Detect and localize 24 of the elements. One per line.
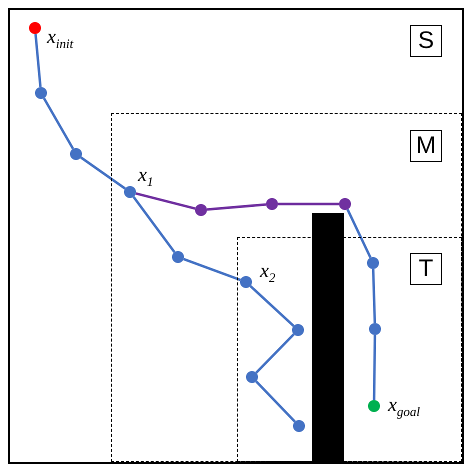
region-boundary [111,113,462,462]
path-segment [183,258,241,282]
path-segment [278,202,339,206]
path-segment [255,333,295,374]
path-segment [346,208,372,258]
point-label: x$_{init}$ [47,26,74,53]
path-segment [255,380,296,423]
region-label: M [410,130,442,162]
path-segment [80,156,126,190]
path-segment [206,203,266,211]
point-label: x$_{goal}$ [388,394,420,421]
path-segment [34,34,42,88]
region-label: T [410,253,442,285]
region-label: S [410,25,442,57]
path-segment [132,196,176,253]
path-segment [372,268,376,324]
region-boundary [8,8,464,464]
path-segment [136,192,196,210]
obstacle-bar [312,213,344,462]
point-label: x$_{1}$ [138,164,154,191]
path-segment [42,98,74,150]
path-segment [250,285,294,327]
path-segment [372,334,376,400]
point-label: x$_{2}$ [260,260,276,287]
